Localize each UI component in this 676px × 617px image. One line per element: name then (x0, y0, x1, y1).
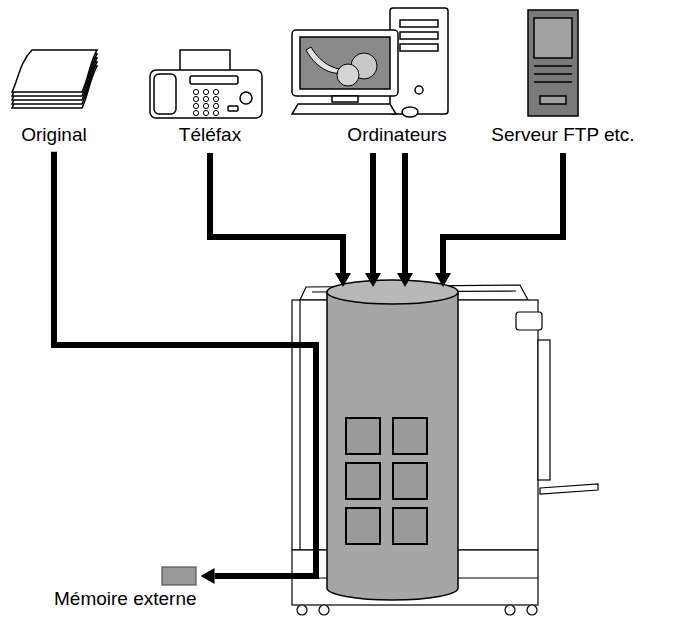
hard-disk (346, 508, 380, 544)
flow-arrow (54, 152, 316, 576)
fax-icon (193, 89, 218, 115)
node-label: Original (21, 124, 86, 147)
memory-stick-icon (161, 566, 197, 586)
data-flow-arrow (210, 153, 563, 273)
fax-icon (150, 50, 262, 118)
paper-stack-icon (12, 50, 97, 108)
server-icon (534, 65, 572, 67)
fax-icon (193, 103, 198, 108)
computer-icon (337, 64, 359, 86)
source-label: Original (17, 122, 90, 149)
machine-outline (505, 605, 515, 615)
hard-disk (327, 280, 458, 600)
node-label: Mémoire externe (54, 588, 197, 611)
computer-icon (292, 8, 448, 117)
machine-outline (516, 312, 542, 330)
node-label: Serveur FTP etc. (491, 124, 634, 147)
hard-disk (346, 418, 427, 544)
server-icon (534, 81, 572, 83)
fax-icon (228, 106, 238, 111)
source-label: Serveur FTP etc. (487, 122, 638, 149)
fax-icon (154, 74, 176, 114)
data-flow-arrow (443, 153, 563, 273)
source-label: Téléfax (175, 122, 245, 149)
data-flow-arrow (402, 153, 408, 273)
fax-icon (203, 96, 208, 101)
fax-icon (203, 89, 208, 94)
data-flow-arrow (370, 153, 376, 273)
machine-outline (319, 605, 329, 615)
server-icon (528, 10, 578, 116)
fax-icon (213, 89, 218, 94)
computer-icon (400, 44, 438, 51)
fax-icon (190, 76, 238, 84)
server-icon (534, 73, 572, 75)
fax-icon (193, 96, 198, 101)
external-memory: Mémoire externe (50, 562, 201, 613)
computer-icon (300, 37, 390, 89)
hard-disk (393, 418, 427, 454)
hard-disk (327, 280, 458, 304)
fax-icon (193, 110, 198, 115)
fax-icon (150, 70, 262, 118)
node-label: Ordinateurs (347, 124, 446, 147)
machine-outline (527, 605, 537, 615)
server-icon (534, 18, 572, 58)
hard-disk (393, 508, 427, 544)
computer-icon (402, 107, 418, 117)
machine-outline (538, 340, 550, 480)
fax-icon (213, 110, 218, 115)
memory-stick-icon (162, 567, 196, 585)
computer-icon (400, 20, 438, 27)
paper-stack-icon (12, 50, 97, 92)
hard-disk (346, 418, 380, 454)
machine-outline (297, 605, 307, 615)
fax-icon (193, 89, 198, 94)
computer-icon (292, 30, 398, 96)
machine-outline (299, 300, 300, 550)
data-flow-arrow (210, 153, 343, 273)
hard-disk (327, 292, 458, 600)
fax-icon (240, 92, 252, 104)
computer-icon (332, 96, 358, 102)
server-icon (540, 96, 566, 104)
fax-icon (203, 110, 208, 115)
node-label: Téléfax (179, 124, 241, 147)
fax-icon (213, 103, 218, 108)
computer-icon (400, 32, 438, 39)
fax-icon (203, 103, 208, 108)
fax-icon (213, 96, 218, 101)
computer-icon (415, 86, 423, 94)
hard-disk (393, 463, 427, 499)
machine-outline (540, 484, 598, 494)
machine-outline (292, 285, 598, 615)
server-icon (528, 10, 578, 116)
computer-icon (292, 104, 396, 114)
source-label: Ordinateurs (343, 122, 450, 149)
hard-disk (346, 463, 380, 499)
